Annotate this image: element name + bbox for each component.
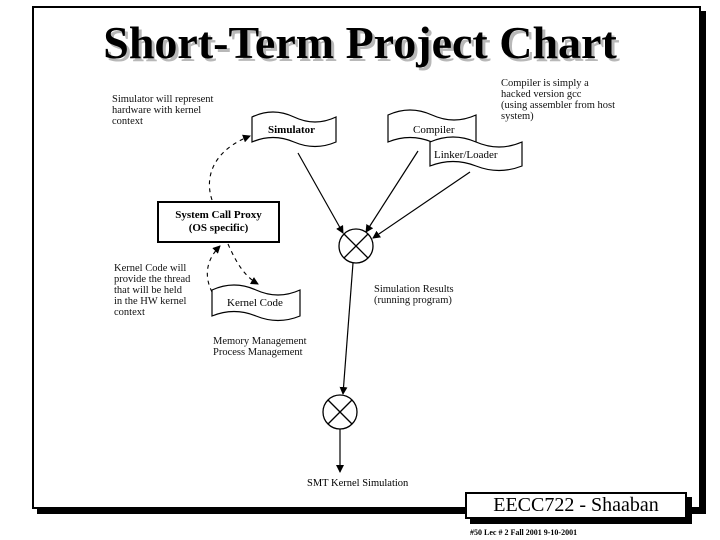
system-call-proxy-label: System Call Proxy — [175, 209, 262, 221]
arrow-merge-to-smt — [339, 262, 354, 395]
kernel-note-line: provide the thread — [114, 274, 191, 285]
simulator-note-line: context — [112, 116, 143, 127]
simulator-note-line: hardware with kernel — [112, 105, 202, 116]
linker-loader-doc-shape — [429, 136, 523, 172]
kernel-code-label: Kernel Code — [227, 297, 283, 309]
dashed-arrow-kernel-to-proxy — [206, 245, 221, 293]
dashed-arrow-proxy-to-kernel — [227, 243, 259, 285]
arrow-linker-to-merge — [372, 171, 471, 239]
compiler-note-line: (using assembler from host — [501, 100, 616, 111]
system-call-proxy-box: System Call Proxy (OS specific) — [157, 201, 280, 243]
simulator-label: Simulator — [268, 124, 316, 136]
arrow-simulator-to-merge — [297, 152, 344, 234]
slide-footer: #50 Lec # 2 Fall 2001 9-10-2001 — [470, 528, 578, 537]
simulation-results-labels: Simulation Results(running program) — [374, 284, 454, 306]
slide-title: Short-Term Project Chart — [103, 17, 617, 68]
kernel-note-line: in the HW kernel — [114, 296, 187, 307]
system-call-proxy-sublabel: (OS specific) — [188, 222, 249, 234]
simulator-note-line: Simulator will represent — [112, 94, 214, 105]
dashed-arrow-proxy-to-simulator — [208, 134, 251, 201]
kernel-note-line: that will be held — [114, 285, 182, 296]
kernel-code-doc-shape — [211, 284, 301, 322]
merge-node-top — [338, 228, 374, 264]
course-badge: EECC722 - Shaaban — [465, 492, 687, 519]
memory-management-label: Memory Management — [213, 336, 307, 347]
simulator-doc-shape — [251, 111, 337, 148]
compiler-label: Compiler — [413, 124, 455, 136]
kernel-note-line: context — [114, 307, 145, 318]
compiler-note-line: Compiler is simply a — [501, 78, 589, 89]
kernel-note-line: Kernel Code will — [114, 263, 187, 274]
smt-kernel-simulation-label: SMT Kernel Simulation — [307, 478, 409, 489]
compiler-note-line: hacked version gcc — [501, 89, 582, 100]
merge-node-bottom — [322, 394, 358, 430]
simulation-results-label: Simulation Results — [374, 284, 454, 295]
arrow-compiler-to-merge — [365, 150, 419, 233]
process-management-label: Process Management — [213, 347, 303, 358]
simulation-results-sublabel: (running program) — [374, 295, 452, 306]
linker-loader-label: Linker/Loader — [434, 149, 498, 161]
compiler-note-line: system) — [501, 111, 534, 122]
